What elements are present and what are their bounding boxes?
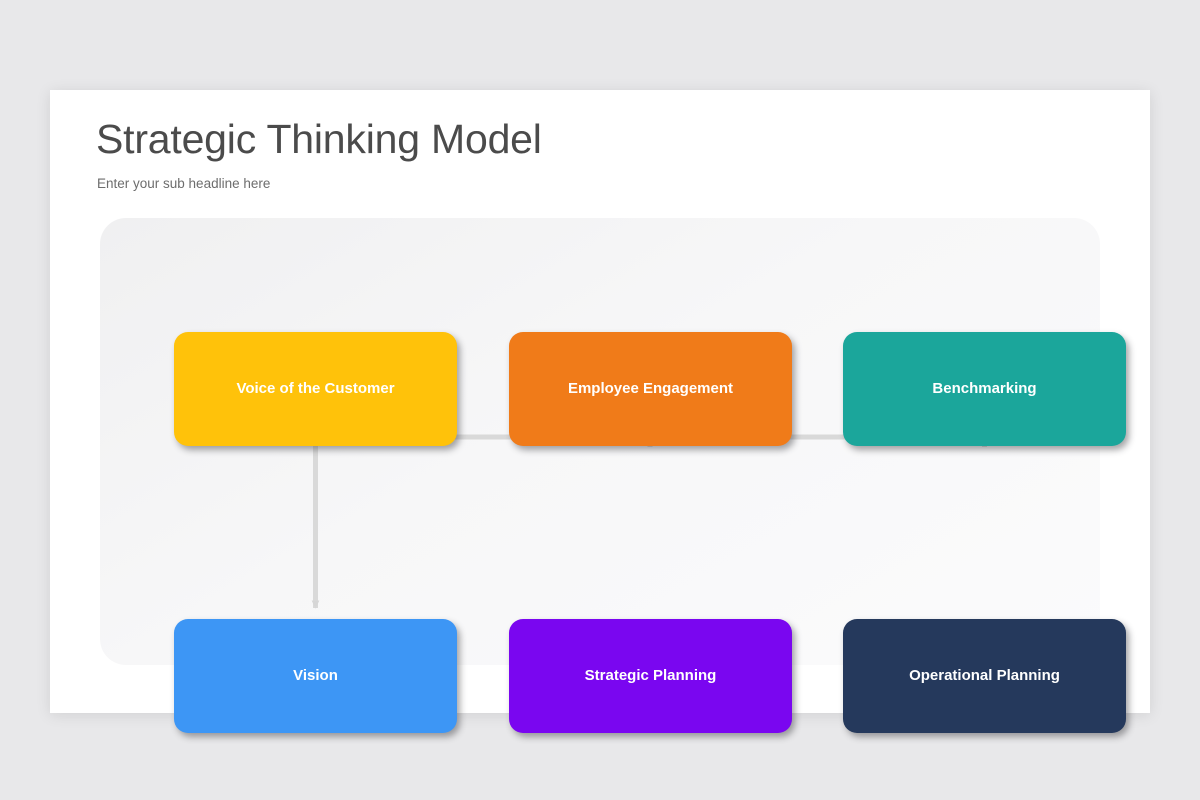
- node-vision[interactable]: Vision: [174, 619, 457, 733]
- node-employee-engagement[interactable]: Employee Engagement: [509, 332, 792, 446]
- node-label: Employee Engagement: [567, 380, 734, 397]
- slide-canvas: Strategic Thinking Model Enter your sub …: [50, 90, 1150, 733]
- diagram-panel: Voice of the Customer Employee Engagemen…: [100, 218, 1126, 733]
- node-voice-of-the-customer[interactable]: Voice of the Customer: [174, 332, 457, 446]
- node-label: Voice of the Customer: [236, 380, 395, 397]
- node-label: Benchmarking: [932, 380, 1037, 397]
- page-title: Strategic Thinking Model: [96, 116, 542, 162]
- node-label: Strategic Planning: [584, 667, 717, 684]
- node-benchmarking[interactable]: Benchmarking: [843, 332, 1126, 446]
- page-subtitle: Enter your sub headline here: [97, 176, 271, 191]
- node-operational-planning[interactable]: Operational Planning: [843, 619, 1126, 733]
- node-strategic-planning[interactable]: Strategic Planning: [509, 619, 792, 733]
- node-label: Operational Planning: [909, 667, 1060, 684]
- node-label: Vision: [293, 667, 338, 684]
